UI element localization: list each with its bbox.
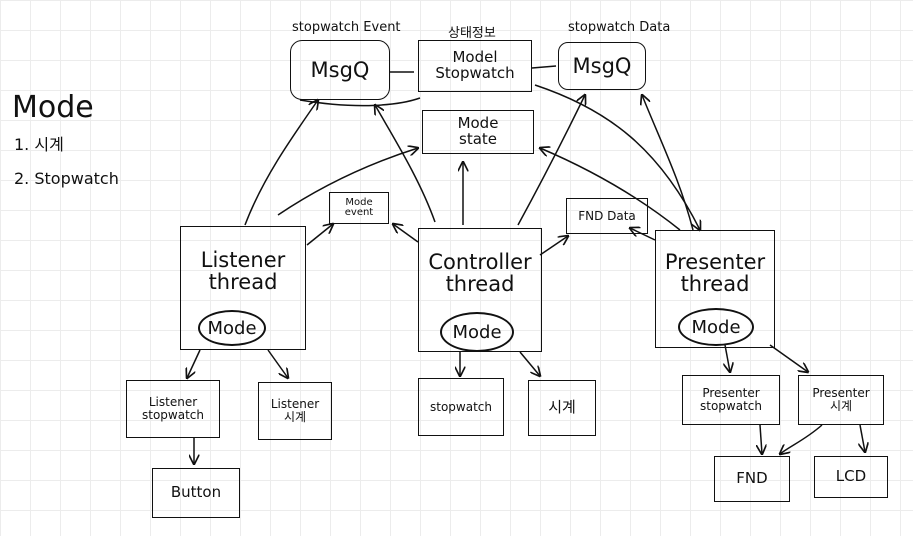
- listener-clock-line2: 시계: [283, 410, 307, 424]
- presenter-clock-line1: Presenter: [812, 386, 870, 401]
- presenter-clock-to-lcd-arrow: [860, 424, 865, 452]
- listener-to-msgq-arrow: [244, 100, 318, 226]
- msgq-state-link: [299, 97, 421, 107]
- controller-to-event-arrow: [393, 224, 419, 243]
- controller-thread-line2: thread: [445, 272, 515, 297]
- listener-to-state-arrow: [277, 148, 418, 216]
- state-info-label: 상태정보: [448, 26, 496, 41]
- controller-to-right-msgq-arrow: [517, 95, 585, 226]
- legend-title: Mode: [12, 90, 94, 125]
- listener-mode-text: Mode: [207, 317, 257, 339]
- clock-node: 시계: [528, 380, 596, 436]
- stopwatch-node: stopwatch: [418, 378, 504, 436]
- fnd-data-text: FND Data: [578, 208, 636, 223]
- mode-event-line1: Mode: [345, 196, 373, 208]
- presenter-thread-line1: Presenter: [664, 250, 766, 274]
- fnd-data-node: FND Data: [566, 198, 648, 234]
- presenter-thread-node: Presenter thread: [655, 230, 775, 348]
- presenter-stopwatch-node: Presenter stopwatch: [682, 375, 780, 425]
- fnd-node: FND: [714, 456, 790, 502]
- right-msgq-node: MsgQ: [558, 42, 646, 90]
- legend-item-clock: 1. 시계: [14, 135, 64, 154]
- controller-mode-oval: Mode: [440, 312, 514, 352]
- presenter-to-right-msgq-arrow: [642, 95, 694, 231]
- controller-thread-line1: Controller: [428, 250, 532, 274]
- lcd-node: LCD: [814, 456, 888, 498]
- mode-state-line1: Mode: [457, 114, 499, 133]
- presenter-clock-line2: 시계: [829, 399, 853, 413]
- listener-to-stopwatch-arrow: [187, 349, 201, 378]
- mode-state-node: Mode state: [422, 110, 534, 154]
- right-msgq-text: MsgQ: [572, 53, 632, 78]
- clock-text: 시계: [548, 398, 576, 417]
- presenter-stopwatch-to-fnd-arrow: [760, 424, 762, 454]
- presenter-to-stopwatch-arrow: [725, 344, 730, 372]
- model-to-presenter-arrow: [534, 84, 700, 230]
- mode-state-line2: state: [459, 130, 497, 148]
- controller-to-fnd-data-arrow: [539, 236, 568, 256]
- listener-clock-line1: Listener: [270, 397, 320, 412]
- mode-event-line2: event: [344, 207, 374, 218]
- stopwatch-text: stopwatch: [430, 399, 492, 414]
- left-msgq-text: MsgQ: [310, 57, 370, 82]
- stopwatch-data-label: stopwatch Data: [568, 20, 671, 35]
- listener-thread-node: Listener thread: [180, 226, 306, 350]
- model-title: Model: [452, 48, 498, 67]
- listener-stopwatch-line1: Listener: [148, 395, 198, 410]
- presenter-to-clock-arrow: [769, 344, 808, 372]
- listener-thread-line2: thread: [208, 270, 278, 295]
- controller-to-clock-arrow: [519, 351, 540, 376]
- presenter-clock-node: Presenter 시계: [798, 375, 884, 425]
- model-subtitle: Stopwatch: [435, 64, 515, 82]
- button-node: Button: [152, 468, 240, 518]
- left-msgq-node: MsgQ: [290, 40, 390, 100]
- fnd-text: FND: [736, 469, 768, 488]
- presenter-to-fnd-data-arrow: [630, 228, 656, 241]
- mode-event-node: Mode event: [329, 192, 389, 224]
- listener-stopwatch-node: Listener stopwatch: [126, 380, 220, 438]
- presenter-mode-oval: Mode: [678, 308, 754, 346]
- listener-thread-line1: Listener: [200, 248, 286, 272]
- controller-to-left-msgq-arrow: [375, 105, 436, 223]
- presenter-stopwatch-line2: stopwatch: [700, 399, 762, 413]
- presenter-to-state-arrow: [540, 148, 681, 231]
- listener-stopwatch-line2: stopwatch: [142, 408, 204, 422]
- lcd-text: LCD: [835, 467, 867, 486]
- model-to-msgq-edge: [531, 65, 557, 69]
- model-node: Model Stopwatch: [418, 40, 532, 92]
- presenter-thread-line2: thread: [680, 272, 750, 297]
- legend-item-stopwatch: 2. Stopwatch: [14, 169, 119, 188]
- controller-thread-node: Controller thread: [418, 228, 542, 352]
- listener-to-clock-arrow: [267, 349, 288, 378]
- presenter-stopwatch-line1: Presenter: [702, 386, 760, 401]
- listener-to-event-arrow: [306, 224, 333, 246]
- listener-mode-oval: Mode: [198, 310, 266, 346]
- controller-mode-text: Mode: [452, 321, 502, 343]
- mode-legend: Mode 1. 시계 2. Stopwatch: [12, 90, 119, 202]
- button-text: Button: [170, 483, 222, 502]
- presenter-mode-text: Mode: [691, 316, 741, 338]
- presenter-clock-to-fnd-arrow: [780, 424, 823, 454]
- listener-clock-node: Listener 시계: [258, 382, 332, 440]
- stopwatch-event-label: stopwatch Event: [292, 20, 401, 35]
